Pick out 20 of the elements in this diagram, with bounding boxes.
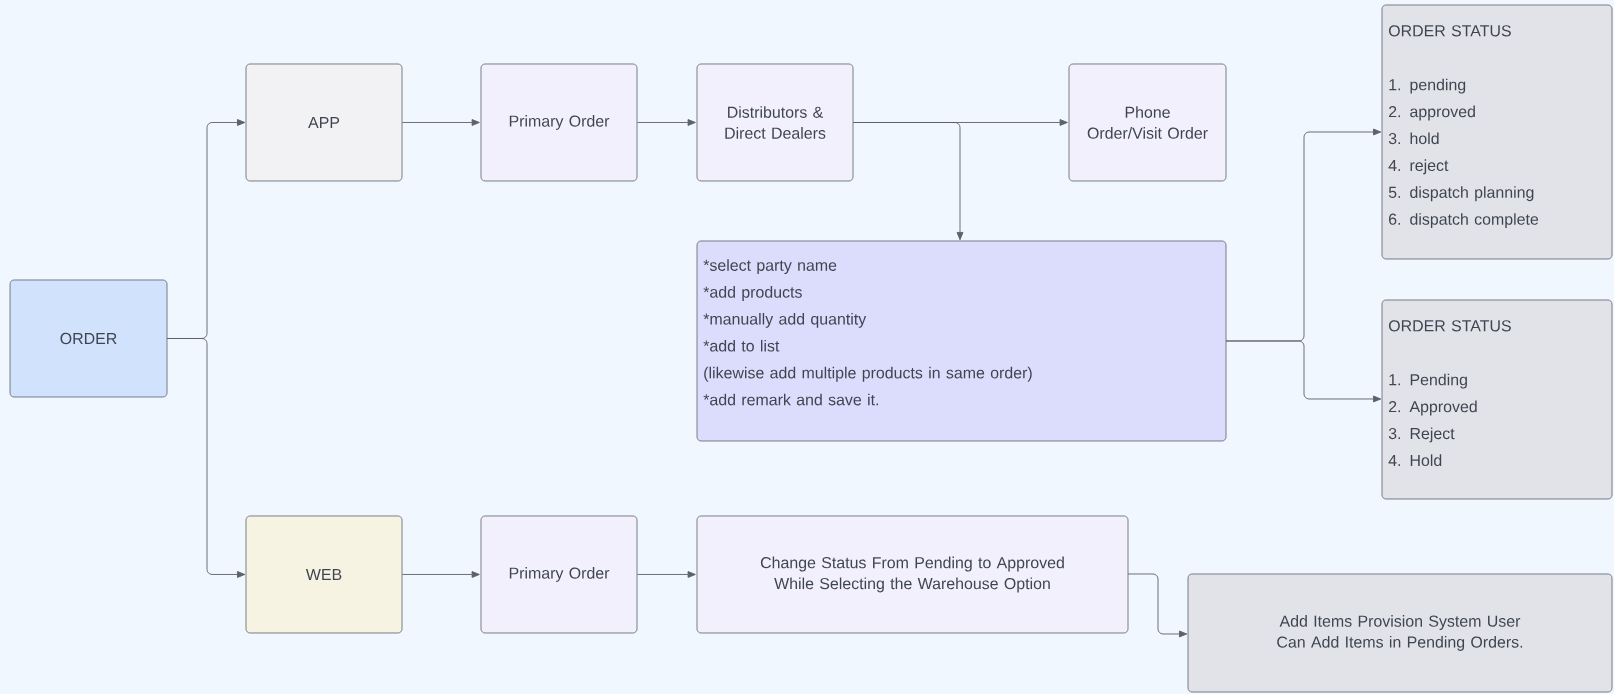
arrow (636, 119, 696, 126)
process-box: APP (245, 63, 403, 182)
process-box: Primary Order (480, 515, 638, 634)
arrow (1127, 573, 1188, 638)
arrow (401, 571, 480, 578)
arrow (401, 119, 480, 126)
arrow (1225, 340, 1382, 403)
status-box: ORDER STATUS 1. pending 2. approved 3. hold 4. reject 5. dispatch planning 6. dispatch complete (1381, 4, 1613, 260)
process-box: ORDER (9, 279, 168, 398)
note-box: *select party name *add products *manually add quantity *add to list (likewise add multiple products in same order) *add remark and save it. (696, 240, 1227, 442)
process-box: Primary Order (480, 63, 638, 182)
process-box: Add Items Provision System User Can Add Items in Pending Orders. (1187, 573, 1613, 693)
process-box: Phone Order/Visit Order (1068, 63, 1227, 182)
arrow (636, 571, 696, 578)
process-box: Change Status From Pending to Approved While Selecting the Warehouse Option (696, 515, 1129, 634)
status-box: ORDER STATUS 1. Pending 2. Approved 3. Reject 4. Hold (1381, 299, 1613, 500)
process-box: Distributors & Direct Dealers (696, 63, 854, 182)
process-box: WEB (245, 515, 403, 634)
arrow (852, 122, 964, 241)
arrow (166, 338, 246, 578)
